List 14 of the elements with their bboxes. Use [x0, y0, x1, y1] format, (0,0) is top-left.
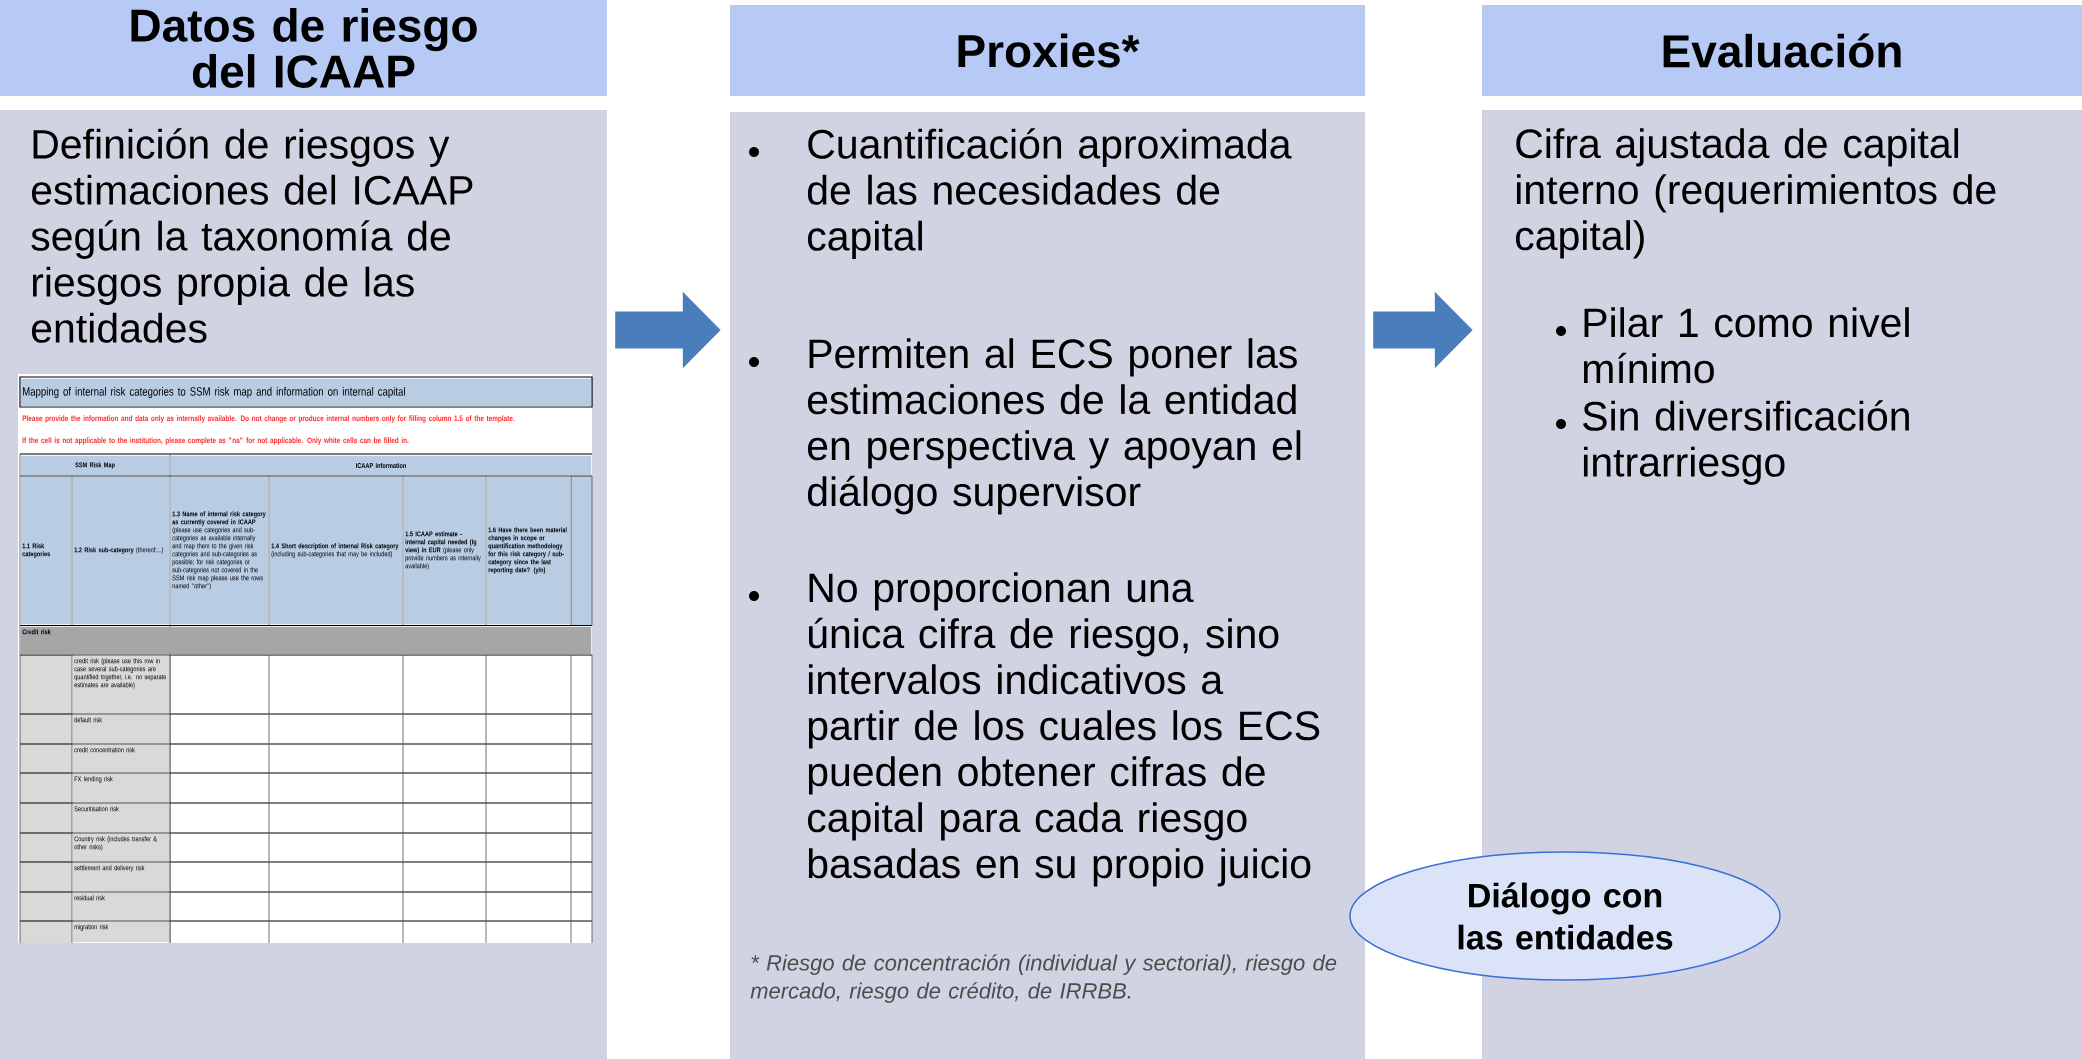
table-title: Mapping of internal risk categories to SSM risk map and information on internal capital	[20, 378, 592, 407]
column-header: Datos de riesgo del ICAAP	[0, 0, 607, 96]
panel-text: Definición de riesgos y estimaciones del ICAAP según la taxonomía de riesgos propia de las entidades	[31, 128, 473, 343]
bullet-item: Pilar 1 como nivel mínimo	[1556, 307, 1909, 384]
footnote: * Riesgo de concentración (individual y sectorial), riesgo de mercado, riesgo de crédito, de IRRBB.	[750, 954, 1337, 1003]
panel-text: Cifra ajustada de capital interno (requerimientos de capital)	[1515, 128, 1996, 259]
bullet-item: Sin diversificación intrarriesgo	[1556, 400, 1909, 485]
bullet-item: Permiten al ECS poner las estimaciones de la entidad en perspectiva y apoyan el diálogo supervisor	[749, 338, 1301, 515]
column-header: Evaluación	[1482, 5, 2082, 96]
bullet-item: Cuantificación aproximada de las necesidades de capital	[749, 128, 1292, 259]
column-header: Proxies*	[730, 5, 1365, 96]
warning-note: If the cell is not applicable to the institution, please complete as "na" for not applicable. Only white cells can be filled in.	[22, 437, 409, 445]
warning-note: Please provide the information and data only as internally available. Do not change or produce internal numbers only for filling column 1.5 of the template.	[22, 415, 515, 423]
bullet-item: No proporcionan una única cifra de riesgo, sino intervalos indicativos a partir de los cuales los ECS pueden obtener cifras de capital para cada riesgo basadas en su propio juicio	[749, 572, 1320, 887]
